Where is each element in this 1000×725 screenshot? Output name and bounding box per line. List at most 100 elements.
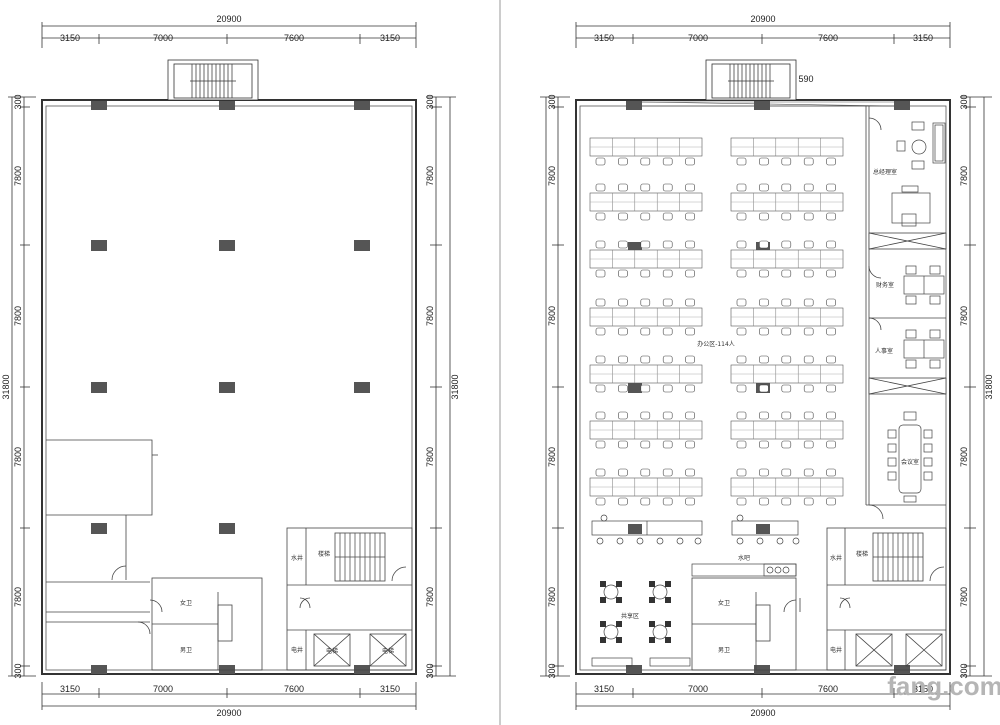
right-dim-top-seg-4: 3150	[913, 33, 933, 43]
round-table	[603, 584, 619, 600]
right-dim-right-seg-6: 300	[959, 663, 969, 678]
chair	[781, 355, 792, 364]
desk-row	[730, 468, 844, 506]
meeting-room-furniture	[887, 411, 933, 503]
chair	[759, 183, 769, 192]
chair	[826, 468, 836, 477]
left-dims-bottom	[41, 682, 417, 710]
chair	[803, 269, 814, 278]
chair	[600, 621, 606, 627]
right-dim-top-total: 20900	[750, 14, 775, 24]
left-toilets	[149, 577, 263, 671]
chair	[662, 384, 673, 393]
chair	[759, 384, 769, 393]
chair	[736, 411, 747, 420]
left-dim-left-seg-1: 300	[13, 94, 23, 109]
left-dim-left-seg-5: 7800	[13, 587, 23, 607]
right-dim-right-total: 31800	[984, 374, 994, 399]
right-dim-right-seg-3: 7800	[959, 306, 969, 326]
manager-room-furniture	[891, 121, 946, 227]
left-dim-right-total: 31800	[450, 374, 460, 399]
bar-counters	[591, 514, 800, 545]
chair	[595, 440, 606, 449]
chair	[803, 468, 814, 477]
chair	[826, 497, 836, 506]
chair	[662, 327, 673, 336]
chair	[736, 298, 747, 307]
left-dim-top-total: 20900	[216, 14, 241, 24]
right-extra-dim: 590	[798, 74, 813, 84]
left-male-wc-label: 男卫	[180, 647, 192, 654]
chair	[826, 240, 836, 249]
chair	[618, 183, 628, 192]
chair	[826, 269, 836, 278]
left-dim-top-seg-1: 3150	[60, 33, 80, 43]
chair	[600, 597, 606, 603]
chair	[736, 497, 747, 506]
chair	[803, 327, 814, 336]
chair	[736, 384, 747, 393]
right-dim-right-seg-2: 7800	[959, 166, 969, 186]
chair	[685, 355, 695, 364]
chair	[640, 440, 651, 449]
chair	[618, 327, 628, 336]
finance-room-furniture	[903, 265, 945, 305]
manager-room-label: 总经理室	[873, 168, 897, 176]
desk-row	[589, 298, 703, 336]
chair	[665, 597, 671, 603]
chair	[826, 298, 836, 307]
chair	[662, 298, 673, 307]
right-dim-left-seg-6: 300	[547, 663, 557, 678]
chair	[803, 440, 814, 449]
right-dim-left-seg-4: 7800	[547, 447, 557, 467]
chair	[803, 298, 814, 307]
chair	[595, 240, 606, 249]
chair	[595, 298, 606, 307]
left-dim-left-seg-6: 300	[13, 663, 23, 678]
chair	[616, 581, 622, 587]
chair	[649, 581, 655, 587]
right-electric-shaft-label: 电井	[830, 646, 842, 654]
chair	[618, 240, 628, 249]
chair	[618, 497, 628, 506]
right-dim-right-seg-1: 300	[959, 94, 969, 109]
right-dim-left-seg-1: 300	[547, 94, 557, 109]
chair	[662, 355, 673, 364]
chair	[618, 384, 628, 393]
chair	[685, 212, 695, 221]
round-table-set	[600, 621, 622, 643]
chair	[759, 355, 769, 364]
right-dim-bottom-seg-1: 3150	[594, 684, 614, 694]
chair	[595, 269, 606, 278]
left-dims-right	[426, 96, 456, 677]
left-elevator-2-label: 电梯	[382, 647, 394, 655]
watermark-text: fang.com	[887, 671, 1000, 701]
desk-row	[589, 137, 703, 166]
chair	[618, 411, 628, 420]
desk-row	[730, 298, 844, 336]
right-plan: 20900 3150 7000 7600 3150 590 3150 7000 …	[540, 14, 994, 718]
left-female-wc-label: 女卫	[180, 599, 192, 607]
chair	[781, 468, 792, 477]
chair	[759, 468, 769, 477]
chair	[759, 240, 769, 249]
left-dim-left-seg-2: 7800	[13, 166, 23, 186]
chair	[736, 157, 747, 166]
chair	[759, 298, 769, 307]
chair	[781, 240, 792, 249]
right-male-wc-label: 男卫	[718, 647, 730, 654]
meeting-room-label: 会议室	[901, 458, 919, 466]
chair	[826, 355, 836, 364]
left-dims-top	[41, 22, 417, 48]
chair	[803, 183, 814, 192]
left-columns	[91, 101, 370, 674]
chair	[803, 355, 814, 364]
chair	[781, 497, 792, 506]
chair	[685, 440, 695, 449]
chair	[685, 157, 695, 166]
chair	[662, 157, 673, 166]
right-core	[826, 527, 947, 671]
hr-room-label: 人事室	[875, 347, 893, 355]
chair	[826, 384, 836, 393]
chair	[618, 269, 628, 278]
